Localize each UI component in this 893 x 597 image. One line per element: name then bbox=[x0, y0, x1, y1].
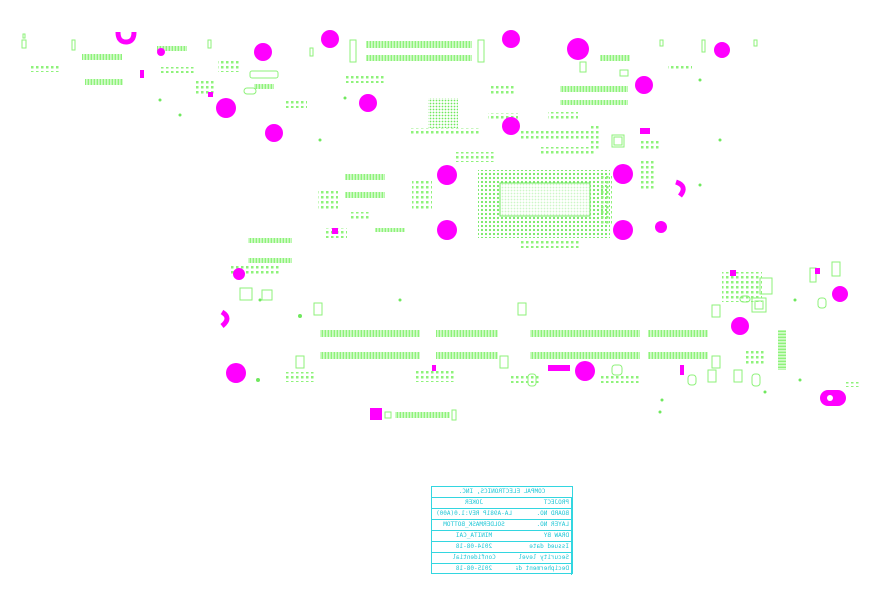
lvds-connector bbox=[248, 174, 405, 263]
row-label: DRAW BY bbox=[516, 531, 572, 541]
pch-bga bbox=[428, 98, 458, 128]
row-label: Security level bbox=[516, 553, 572, 563]
row-value: SOLDERMASK_BOTTOM bbox=[443, 521, 505, 528]
title-block-row: Security level Confidential bbox=[432, 553, 572, 564]
row-label: PROJECT bbox=[516, 498, 572, 508]
dimm-right-a bbox=[530, 330, 640, 359]
title-block-company-row: COMPAL ELECTRONICS, INC. bbox=[432, 487, 572, 498]
title-block-row: LAYER NO. SOLDERMASK_BOTTOM bbox=[432, 520, 572, 531]
right-io-parts bbox=[722, 261, 859, 387]
row-value: LA-A981P REV:1.0(A00) bbox=[436, 510, 512, 517]
title-block-row: BOARD NO. LA-A981P REV:1.0(A00) bbox=[432, 509, 572, 520]
top-connector bbox=[349, 39, 485, 63]
slot-hole bbox=[820, 390, 846, 406]
title-block: COMPAL ELECTRONICS, INC. PROJECT JOKER B… bbox=[431, 486, 573, 575]
dimm-left-a bbox=[320, 330, 420, 359]
row-label: Decipherment date bbox=[516, 564, 572, 575]
mounting-holes bbox=[157, 30, 848, 383]
row-label: Issued date bbox=[516, 542, 572, 552]
cpu-bga bbox=[478, 170, 610, 238]
row-label: LAYER NO. bbox=[516, 520, 572, 530]
title-block-row: Decipherment date 2015-08-18 bbox=[432, 564, 572, 575]
row-label: BOARD NO. bbox=[516, 509, 572, 519]
small-magenta-parts bbox=[140, 70, 820, 375]
company-name: COMPAL ELECTRONICS, INC. bbox=[458, 488, 546, 495]
title-block-row: DRAW BY MINITA_CAI bbox=[432, 531, 572, 542]
dimm-right-b bbox=[648, 330, 708, 359]
row-value: 2015-08-18 bbox=[455, 565, 493, 572]
title-block-row: Issued date 2014-08-18 bbox=[432, 542, 572, 553]
bottom-connector bbox=[370, 408, 457, 421]
magenta-arc-features bbox=[115, 31, 686, 328]
capacitor-outlines bbox=[243, 87, 827, 387]
row-value: MINITA_CAI bbox=[455, 532, 493, 539]
dimm-left-b bbox=[436, 330, 498, 359]
title-block-row: PROJECT JOKER bbox=[432, 498, 572, 509]
row-value: 2014-08-18 bbox=[455, 543, 493, 550]
top-left-parts bbox=[21, 33, 314, 89]
vias bbox=[158, 78, 802, 414]
row-value: JOKER bbox=[464, 499, 484, 506]
dimm-mount-pads bbox=[295, 302, 743, 383]
row-value: Confidential bbox=[452, 554, 496, 561]
